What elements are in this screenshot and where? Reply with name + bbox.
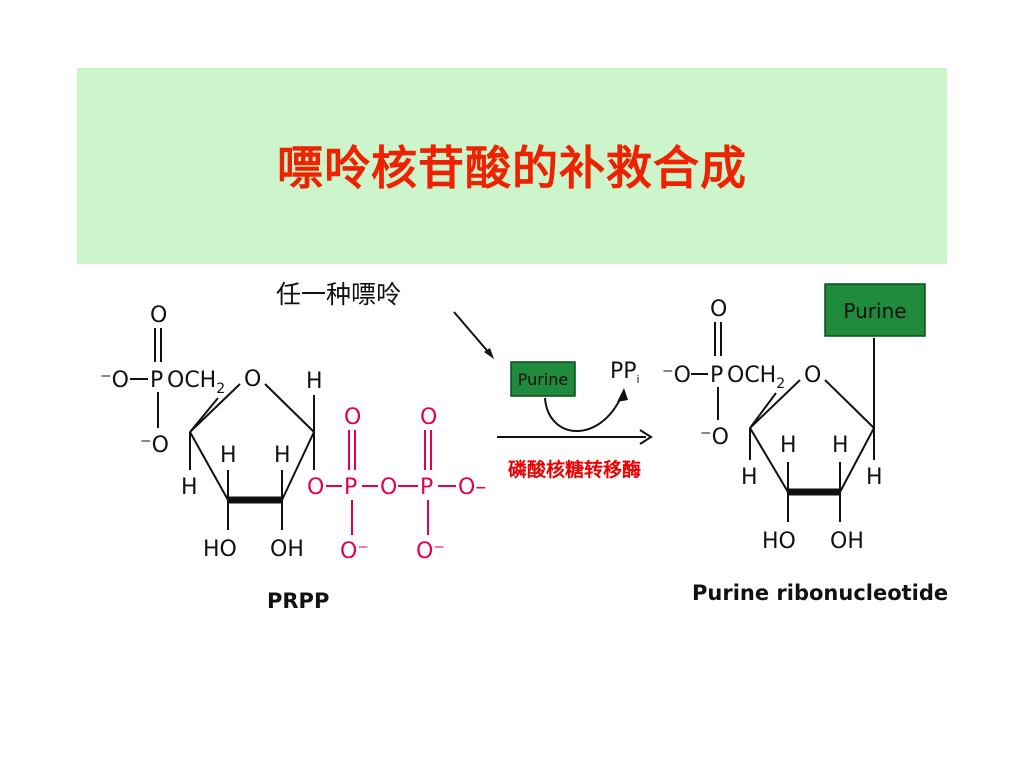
ring-bond <box>824 379 875 429</box>
atom-o-link: O <box>307 475 324 500</box>
purine-box-reactant <box>510 361 576 397</box>
atom-h-c1: H <box>306 369 323 394</box>
atom-h-c4: H <box>181 475 198 500</box>
ring-bond <box>281 431 315 501</box>
annotation-pointer <box>453 311 491 355</box>
atom-p1-o: O <box>344 405 361 430</box>
title-banner <box>77 68 947 264</box>
atom-phosphorus: P <box>150 368 163 393</box>
atom-h-c3: H <box>780 433 797 458</box>
curved-arrow-head <box>617 388 628 402</box>
atom-p2-o: O <box>420 405 437 430</box>
reaction-panel <box>77 270 947 622</box>
atom-p1: P <box>344 475 357 500</box>
atom-p2-o-minus: O⁻ <box>416 539 445 564</box>
atom-h-c2: H <box>274 443 291 468</box>
prpp-label: PRPP <box>267 589 329 613</box>
atom-h-c2: H <box>832 433 849 458</box>
atom-o-minus-end: O– <box>458 475 486 500</box>
atom-o-minus-bottom: ⁻O <box>700 425 729 450</box>
ring-bond <box>264 383 315 433</box>
atom-p1-o-minus: O⁻ <box>340 539 369 564</box>
ring-bond <box>189 383 241 433</box>
atom-och2: OCH2 <box>167 368 225 397</box>
atom-phosphorus: P <box>710 363 723 388</box>
prpp-structure: O ⁻O P OCH2 ⁻O O H H H H <box>100 303 486 613</box>
atom-p2: P <box>420 475 433 500</box>
curved-arrow <box>544 394 623 432</box>
group-ho: HO <box>762 529 796 554</box>
ring-bond <box>749 379 801 429</box>
ring-bond <box>749 427 789 493</box>
atom-h-c1: H <box>866 465 883 490</box>
group-oh: OH <box>270 537 304 562</box>
ring-c5-bond <box>749 392 777 429</box>
purine-box-product-label: Purine <box>843 299 906 323</box>
atom-o-minus-left: ⁻O <box>662 363 691 388</box>
atom-h-c3: H <box>220 443 237 468</box>
atom-o-minus-left: ⁻O <box>100 368 129 393</box>
atom-h-c4: H <box>741 465 758 490</box>
pyrophosphate-byproduct: PPi <box>610 359 640 386</box>
atom-o-top: O <box>150 303 167 328</box>
main-reaction-arrow-head <box>639 429 653 445</box>
ring-bond <box>839 427 875 493</box>
reaction-arrow-group: 任一种嘌呤 Purine PPi 磷酸核糖转移酶 <box>276 280 653 481</box>
purine-box-product <box>824 283 926 337</box>
slide-title: 嘌呤核苷酸的补救合成 <box>277 141 747 195</box>
product-label: Purine ribonucleotide <box>692 581 948 605</box>
atom-och2: OCH2 <box>727 363 785 392</box>
group-oh: OH <box>830 529 864 554</box>
ring-oxygen: O <box>244 367 261 392</box>
annotation-pointer-head <box>484 348 494 359</box>
ring-oxygen: O <box>804 363 821 388</box>
ring-bond <box>189 431 229 501</box>
atom-o-minus-bottom: ⁻O <box>140 433 169 458</box>
group-ho: HO <box>203 537 237 562</box>
purine-box-reactant-label: Purine <box>518 370 569 389</box>
annotation-any-purine: 任一种嘌呤 <box>276 280 401 309</box>
atom-o-bridge: O <box>380 475 397 500</box>
atom-o-top: O <box>710 297 727 322</box>
enzyme-label: 磷酸核糖转移酶 <box>508 458 641 481</box>
product-structure: O ⁻O P OCH2 ⁻O O H H H H HO <box>662 283 948 605</box>
